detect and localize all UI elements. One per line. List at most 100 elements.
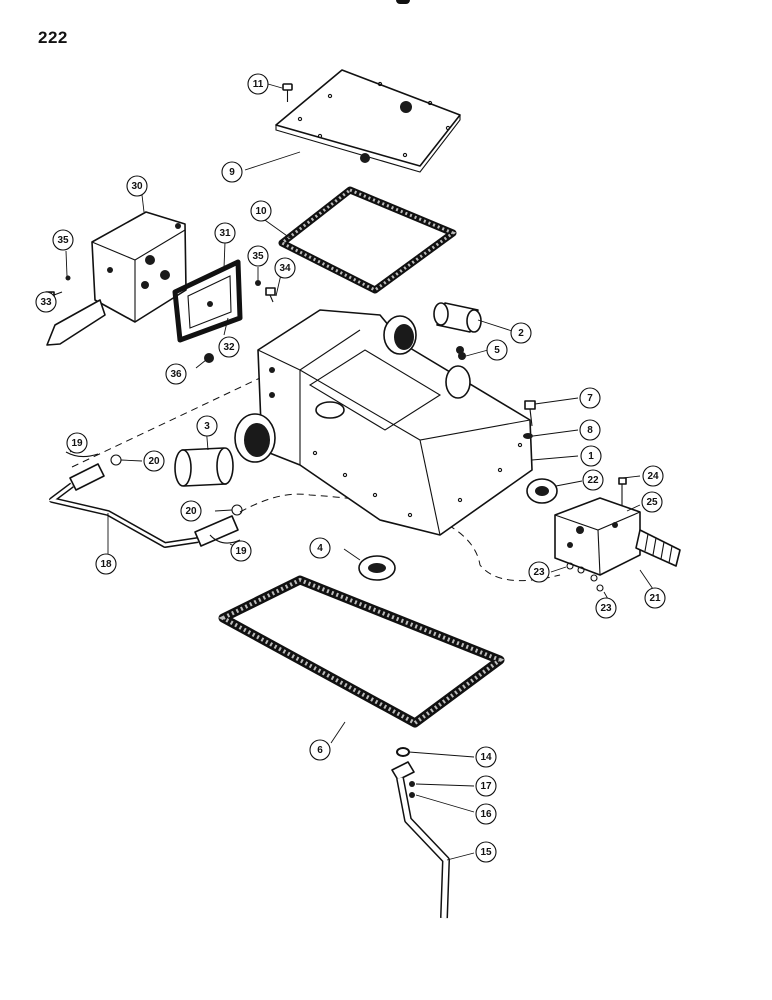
bracket-19a xyxy=(65,451,99,458)
callout-circle xyxy=(582,469,604,491)
part-bolt-24 xyxy=(618,477,627,508)
part-main-housing-1 xyxy=(234,309,533,536)
callout-14: 14 xyxy=(475,746,497,768)
callout-4: 4 xyxy=(309,537,331,559)
callout-circle xyxy=(642,465,664,487)
part-cover-plate-9 xyxy=(275,69,461,173)
callout-circle xyxy=(35,291,57,313)
callout-label: 23 xyxy=(600,603,612,614)
callout-circle xyxy=(580,445,602,467)
callout-circle xyxy=(309,537,331,559)
callout-circle xyxy=(165,363,187,385)
part-fitting-17 xyxy=(391,761,415,787)
part-oring-20a xyxy=(110,454,122,466)
callout-circle xyxy=(143,450,165,472)
callout-10: 10 xyxy=(250,200,272,222)
part-washer-8 xyxy=(523,433,533,439)
callout-circle xyxy=(126,175,148,197)
callout-circle xyxy=(510,322,532,344)
callout-circle xyxy=(528,561,550,583)
part-oring-14 xyxy=(396,747,410,757)
callout-circle xyxy=(247,245,269,267)
part-valve-housing-30 xyxy=(46,211,187,346)
callout-17: 17 xyxy=(475,775,497,797)
callout-36: 36 xyxy=(165,363,187,385)
callout-circle xyxy=(214,222,236,244)
callout-label: 18 xyxy=(100,559,112,570)
callout-circle xyxy=(221,161,243,183)
callout-label: 8 xyxy=(587,425,593,436)
part-bolt-7 xyxy=(524,400,536,427)
callout-label: 19 xyxy=(71,438,83,449)
part-oring-20b xyxy=(231,504,243,516)
callout-21: 21 xyxy=(644,587,666,609)
callout-label: 20 xyxy=(185,506,197,517)
callout-label: 25 xyxy=(646,497,658,508)
callout-label: 3 xyxy=(204,421,210,432)
part-nut-5 xyxy=(458,352,466,360)
callout-circle xyxy=(595,597,617,619)
callout-circle xyxy=(250,200,272,222)
callout-label: 35 xyxy=(252,251,264,262)
part-gasket-6 xyxy=(218,575,505,728)
part-orings-23 xyxy=(566,562,604,592)
callout-label: 30 xyxy=(131,181,143,192)
part-screw-34 xyxy=(255,280,276,303)
callout-label: 19 xyxy=(235,546,247,557)
part-nut-36 xyxy=(204,353,214,363)
callout-circle xyxy=(475,746,497,768)
part-bushing-2 xyxy=(433,302,482,333)
callout-label: 6 xyxy=(317,745,323,756)
callout-circle xyxy=(196,415,218,437)
callout-circle xyxy=(644,587,666,609)
callout-19: 19 xyxy=(230,540,252,562)
callout-circle xyxy=(52,229,74,251)
callout-16: 16 xyxy=(475,803,497,825)
callout-label: 20 xyxy=(148,456,160,467)
callout-label: 23 xyxy=(533,567,545,578)
callout-22: 22 xyxy=(582,469,604,491)
part-bushing-3 xyxy=(174,447,234,487)
callout-1: 1 xyxy=(580,445,602,467)
callout-circle xyxy=(230,540,252,562)
callout-23: 23 xyxy=(528,561,550,583)
callout-24: 24 xyxy=(642,465,664,487)
callout-18: 18 xyxy=(95,553,117,575)
callout-23: 23 xyxy=(595,597,617,619)
callout-31: 31 xyxy=(214,222,236,244)
callout-11: 11 xyxy=(247,73,269,95)
callout-label: 14 xyxy=(480,752,492,763)
callout-label: 10 xyxy=(255,206,267,217)
callout-35: 35 xyxy=(247,245,269,267)
callout-label: 7 xyxy=(587,393,593,404)
bracket-19b xyxy=(209,534,241,544)
callout-7: 7 xyxy=(579,387,601,409)
callout-label: 33 xyxy=(40,297,52,308)
part-valve-body-21 xyxy=(554,497,681,576)
part-screw-11 xyxy=(282,83,293,102)
part-gasket-10 xyxy=(278,186,457,294)
callout-label: 32 xyxy=(223,342,235,353)
callout-8: 8 xyxy=(579,419,601,441)
callout-30: 30 xyxy=(126,175,148,197)
callout-circle xyxy=(309,739,331,761)
part-gasket-31 xyxy=(172,259,243,343)
callout-32: 32 xyxy=(218,336,240,358)
part-pickup-tube-15 xyxy=(396,777,450,919)
callout-circle xyxy=(641,491,663,513)
callout-label: 17 xyxy=(480,781,492,792)
routing-line-left xyxy=(71,377,261,468)
callout-15: 15 xyxy=(475,841,497,863)
callout-circle xyxy=(274,257,296,279)
callout-label: 4 xyxy=(317,543,323,554)
callout-label: 34 xyxy=(279,263,291,274)
callout-circle xyxy=(247,73,269,95)
header-fragment xyxy=(396,0,410,4)
callout-label: 35 xyxy=(57,235,69,246)
callout-circle xyxy=(218,336,240,358)
callout-circle xyxy=(486,339,508,361)
callout-label: 36 xyxy=(170,369,182,380)
callout-circle xyxy=(579,419,601,441)
